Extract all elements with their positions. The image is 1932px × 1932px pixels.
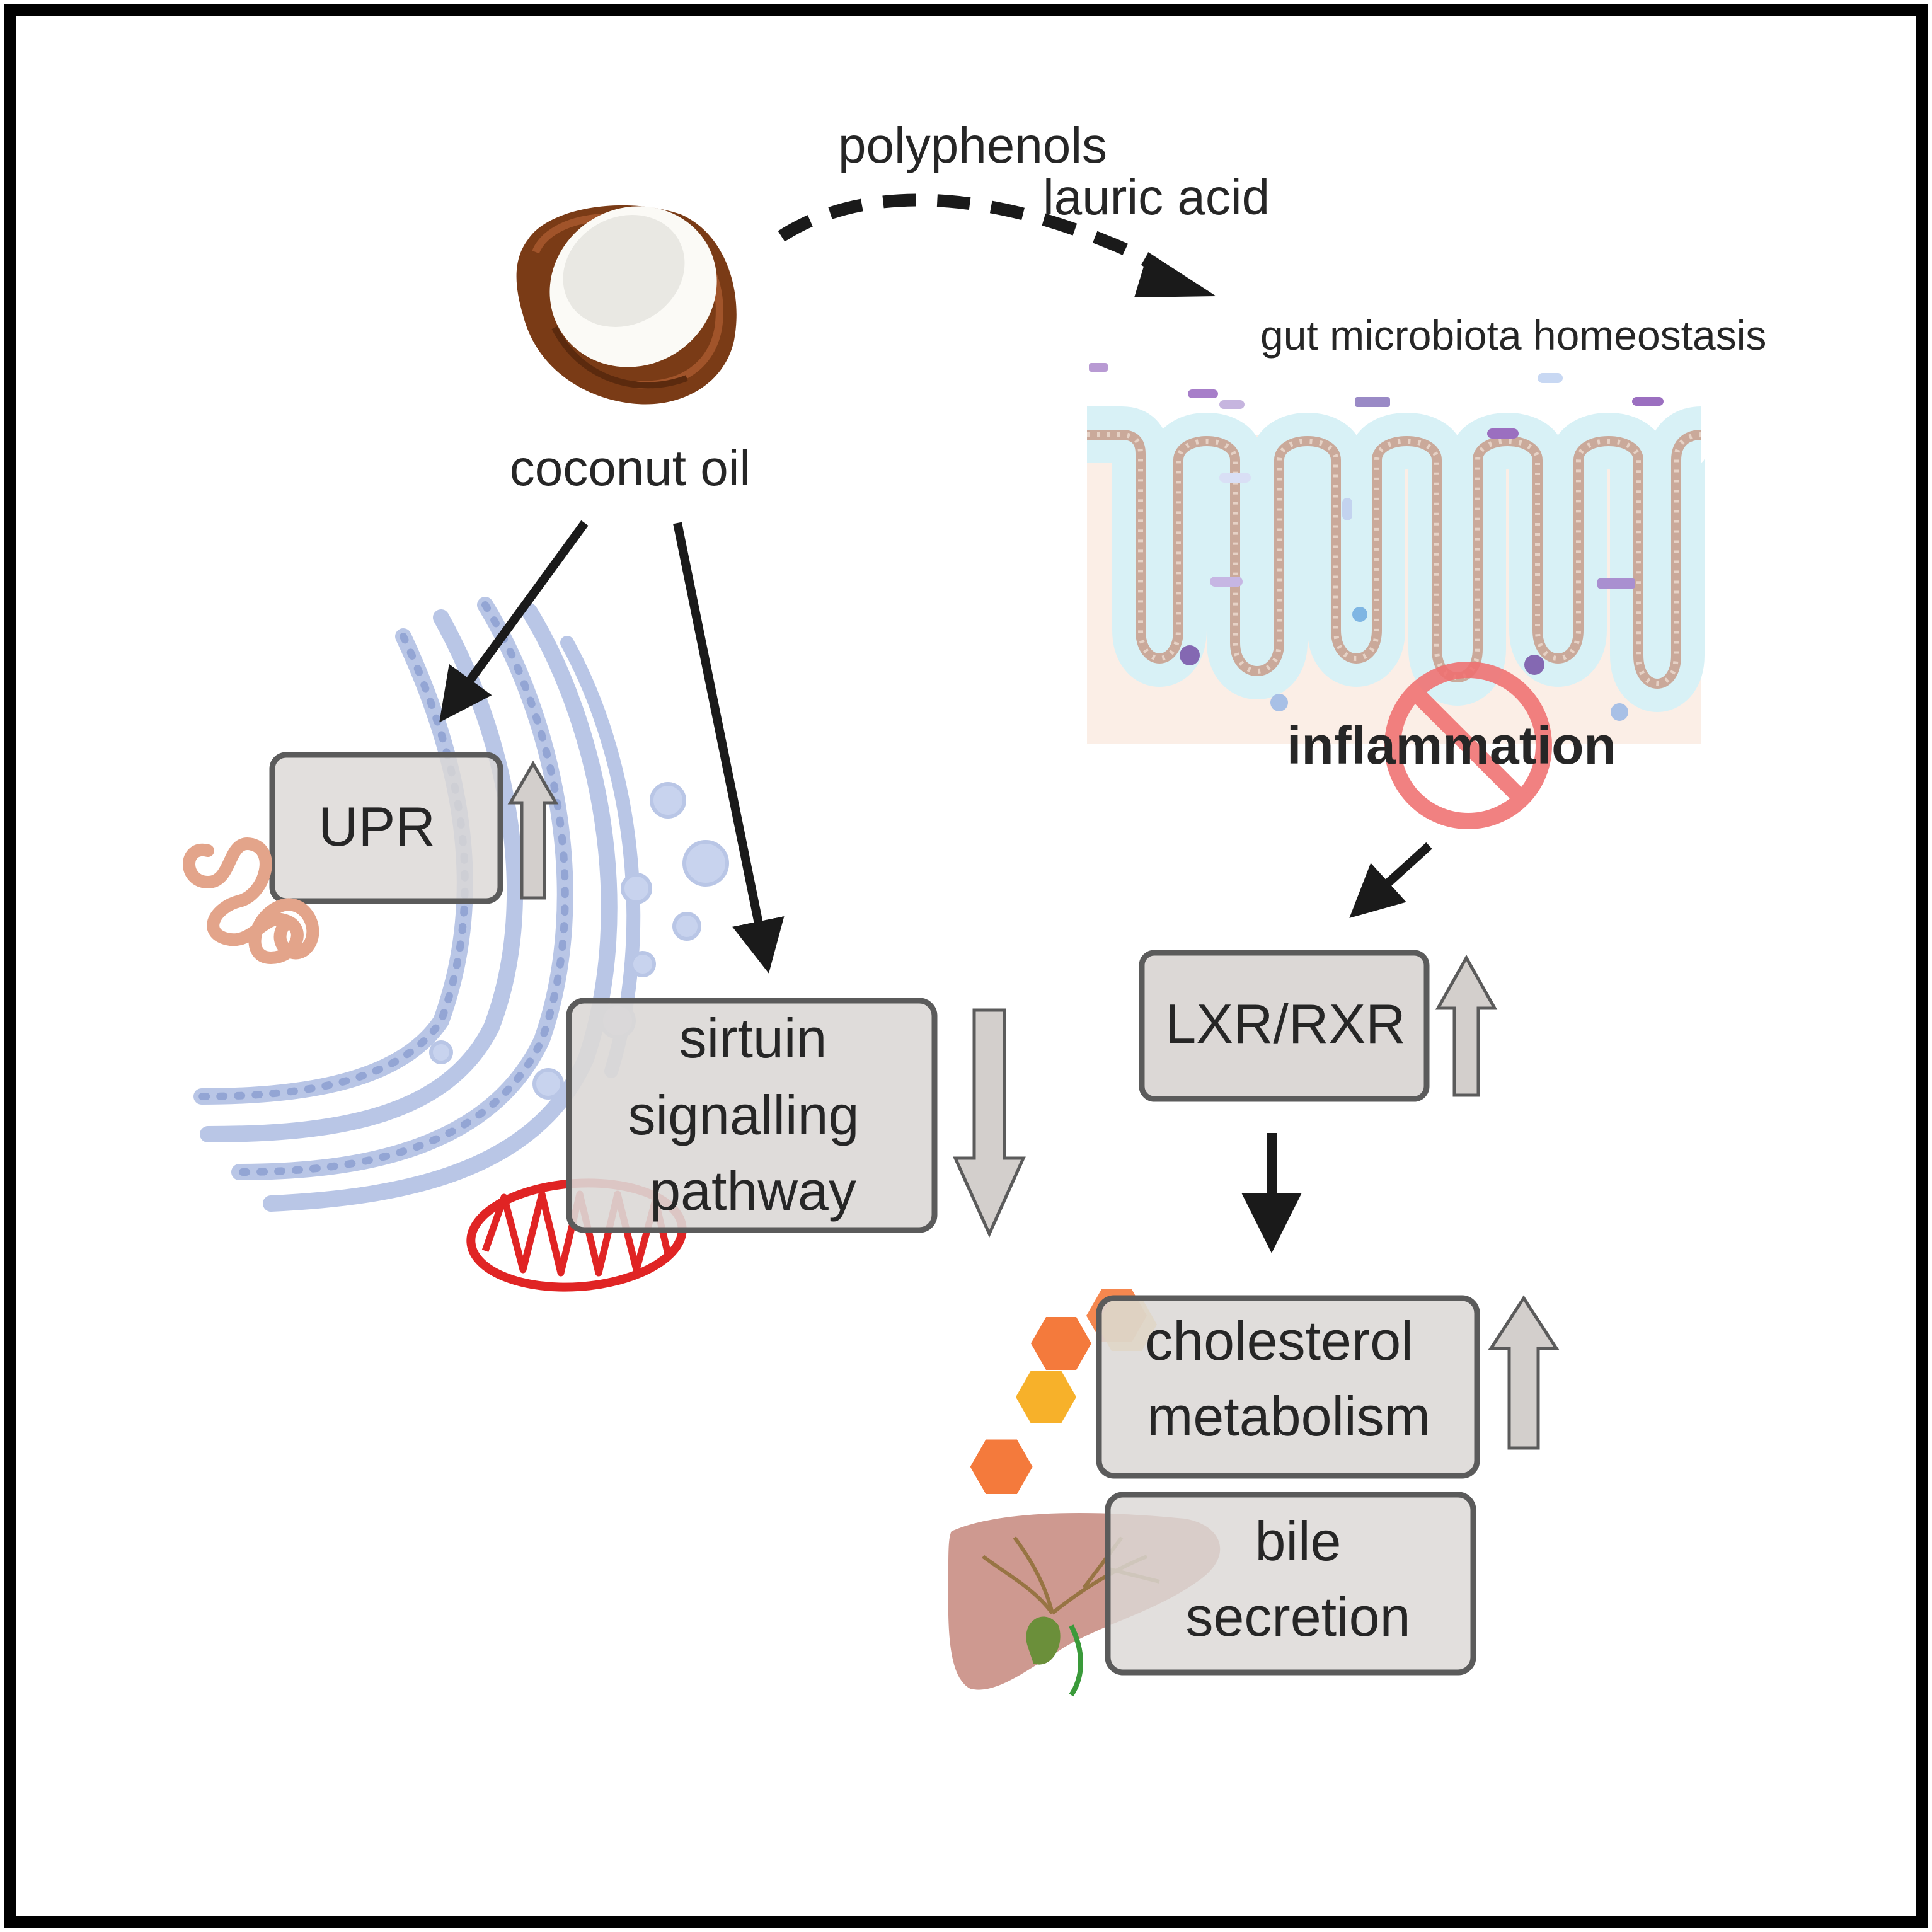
upr-up-indicator [507,761,559,900]
upr-box [269,752,503,904]
cholesterol-up-indicator [1488,1295,1560,1450]
dashed-arrow-head [1134,252,1216,297]
cholesterol-node: cholesterol metabolism [1096,1295,1480,1479]
coconut-half-icon [516,205,737,405]
cholesterol-label-line1: cholesterol [1145,1309,1413,1372]
sirtuin-label-line3: pathway [650,1159,856,1222]
intestinal-villi-icon [1087,363,1706,744]
lauric-acid-label: lauric acid [1043,169,1270,225]
upr-node: UPR [269,752,503,904]
dashed-arrow-to-gut [778,193,1176,283]
gut-microbiota-label: gut microbiota homeostasis [1260,312,1766,359]
arrow-to-lxr [1349,842,1432,918]
lxr-up-indicator [1435,954,1498,1097]
bile-node: bile secretion [1105,1492,1476,1676]
lxr-box [1139,950,1430,1102]
arrow-to-upr [439,520,589,723]
polyphenols-label: polyphenols [838,117,1107,173]
bile-box [1105,1492,1476,1676]
sirtuin-node: sirtuin signalling pathway [566,998,938,1233]
arrow-to-sirtuin [673,522,785,974]
upr-label: UPR [318,795,435,858]
lxr-label: LXR/RXR [1165,992,1405,1055]
bile-label-line1: bile [1255,1510,1342,1572]
cholesterol-box [1096,1295,1480,1479]
lxr-node: LXR/RXR [1139,950,1430,1102]
sirtuin-down-indicator [953,1008,1026,1238]
bile-label-line2: secretion [1185,1585,1410,1648]
inflammation-label: inflammation [1287,716,1616,775]
endoplasmic-reticulum-icon [193,597,729,1212]
prohibition-sign-icon [1384,662,1552,829]
sirtuin-box [566,998,938,1233]
coconut-oil-label: coconut oil [510,440,750,496]
sirtuin-label-line2: signalling [628,1084,860,1146]
unfolded-protein-icon [183,837,319,965]
sirtuin-label-line1: sirtuin [679,1007,827,1069]
cholesterol-label-line2: metabolism [1147,1385,1430,1447]
